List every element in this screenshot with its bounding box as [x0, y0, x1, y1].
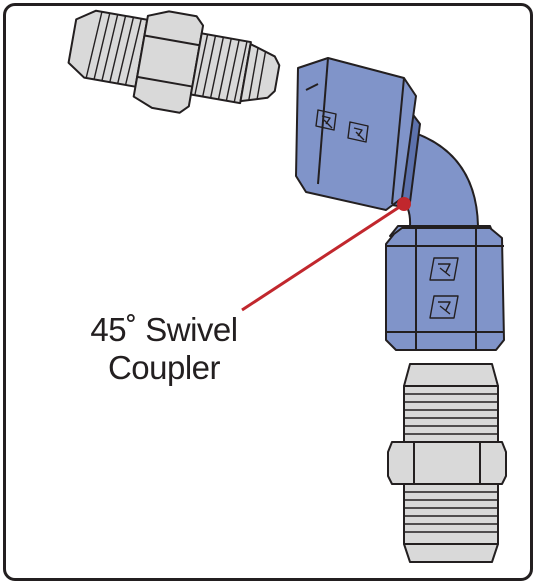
leader-dot-icon: [397, 197, 411, 211]
fitting-illustration: [67, 9, 507, 563]
callout-leader: [241, 197, 411, 312]
top-left-bulkhead-adapter-icon: [67, 9, 281, 114]
callout-line-1: 45˚ Swivel: [90, 311, 238, 348]
bottom-bulkhead-adapter-icon: [387, 363, 507, 563]
callout-label: 45˚ Swivel Coupler: [84, 311, 244, 387]
swivel-coupler-icon: [295, 57, 505, 351]
diagram-frame: 45˚ Swivel Coupler: [3, 3, 533, 581]
rr-logo-icon: [429, 257, 459, 319]
rr-logo-icon: [315, 109, 369, 143]
callout-line-2: Coupler: [107, 349, 221, 386]
